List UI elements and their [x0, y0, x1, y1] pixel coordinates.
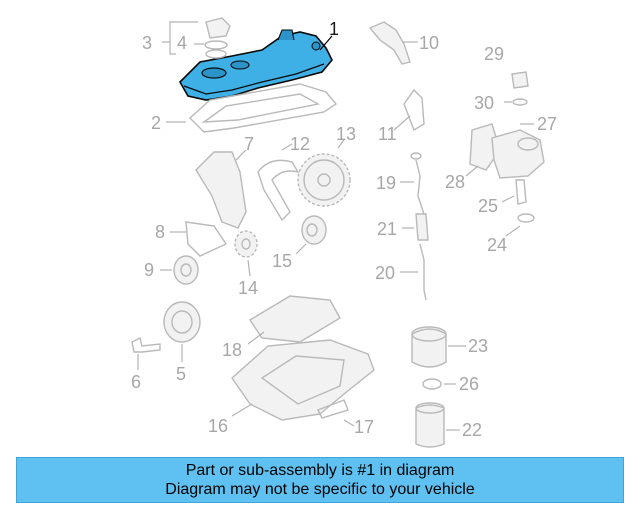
banner-line-2: Diagram may not be specific to your vehi… [165, 481, 475, 498]
callout-5[interactable]: 5 [176, 364, 186, 384]
oil-filter [415, 402, 445, 448]
callout-27[interactable]: 27 [537, 114, 557, 134]
crankshaft-sprocket [234, 230, 258, 258]
tensioner-8 [185, 221, 228, 257]
callout-11[interactable]: 11 [378, 124, 397, 144]
callout-12[interactable]: 12 [290, 134, 310, 154]
callout-15[interactable]: 15 [272, 251, 292, 271]
callout-21[interactable]: 21 [377, 219, 397, 239]
callout-30[interactable]: 30 [474, 93, 494, 113]
callout-4[interactable]: 4 [177, 33, 187, 53]
oil-filler-cap [204, 17, 231, 59]
timing-cover-7 [195, 151, 247, 229]
banner-line-1: Part or sub-assembly is #1 in diagram [185, 462, 455, 479]
callout-17[interactable]: 17 [354, 417, 374, 437]
oil-pan [231, 339, 375, 421]
dipstick-assembly [410, 152, 429, 301]
callout-9[interactable]: 9 [144, 260, 154, 280]
timing-belt [257, 159, 300, 222]
callout-19[interactable]: 19 [376, 173, 396, 193]
callout-18[interactable]: 18 [222, 340, 242, 360]
callout-14[interactable]: 14 [238, 278, 258, 298]
exploded-parts-diagram: 1 2 3 4 10 11 29 30 27 28 25 24 [131, 17, 557, 448]
callout-28[interactable]: 28 [445, 172, 465, 192]
callout-20[interactable]: 20 [375, 263, 395, 283]
callout-22[interactable]: 22 [462, 420, 482, 440]
callout-8[interactable]: 8 [155, 222, 165, 242]
idler-pulley [301, 215, 327, 245]
valve-cover-highlighted[interactable] [179, 29, 333, 101]
bracket-11 [403, 88, 425, 132]
o-ring-26 [422, 378, 442, 390]
callout-26[interactable]: 26 [459, 374, 479, 394]
water-outlet-housing [469, 123, 545, 179]
stud-25 [515, 179, 527, 205]
crank-bolt [131, 336, 161, 353]
callout-24[interactable]: 24 [487, 235, 507, 255]
crankshaft-pulley [163, 301, 201, 343]
oil-filter-housing [411, 326, 447, 368]
valve-cover-gasket [188, 83, 338, 133]
callout-6[interactable]: 6 [131, 372, 141, 392]
sensor-29 [511, 71, 529, 89]
callout-13[interactable]: 13 [336, 124, 356, 144]
timing-cover-upper [368, 21, 411, 65]
callout-1[interactable]: 1 [329, 19, 339, 39]
info-banner: Part or sub-assembly is #1 in diagram Di… [16, 457, 624, 503]
callout-29[interactable]: 29 [484, 44, 504, 64]
callout-23[interactable]: 23 [468, 336, 488, 356]
oil-pan-baffle [249, 295, 341, 343]
callout-16[interactable]: 16 [208, 416, 228, 436]
callout-10[interactable]: 10 [419, 33, 439, 53]
pulley-9 [173, 255, 199, 285]
callout-7[interactable]: 7 [244, 134, 254, 154]
leader-1 [319, 35, 333, 51]
callout-3[interactable]: 3 [142, 33, 152, 53]
callout-25[interactable]: 25 [478, 196, 498, 216]
callout-2[interactable]: 2 [151, 113, 161, 133]
camshaft-sprocket [297, 153, 351, 207]
drain-plug-17 [317, 399, 349, 419]
